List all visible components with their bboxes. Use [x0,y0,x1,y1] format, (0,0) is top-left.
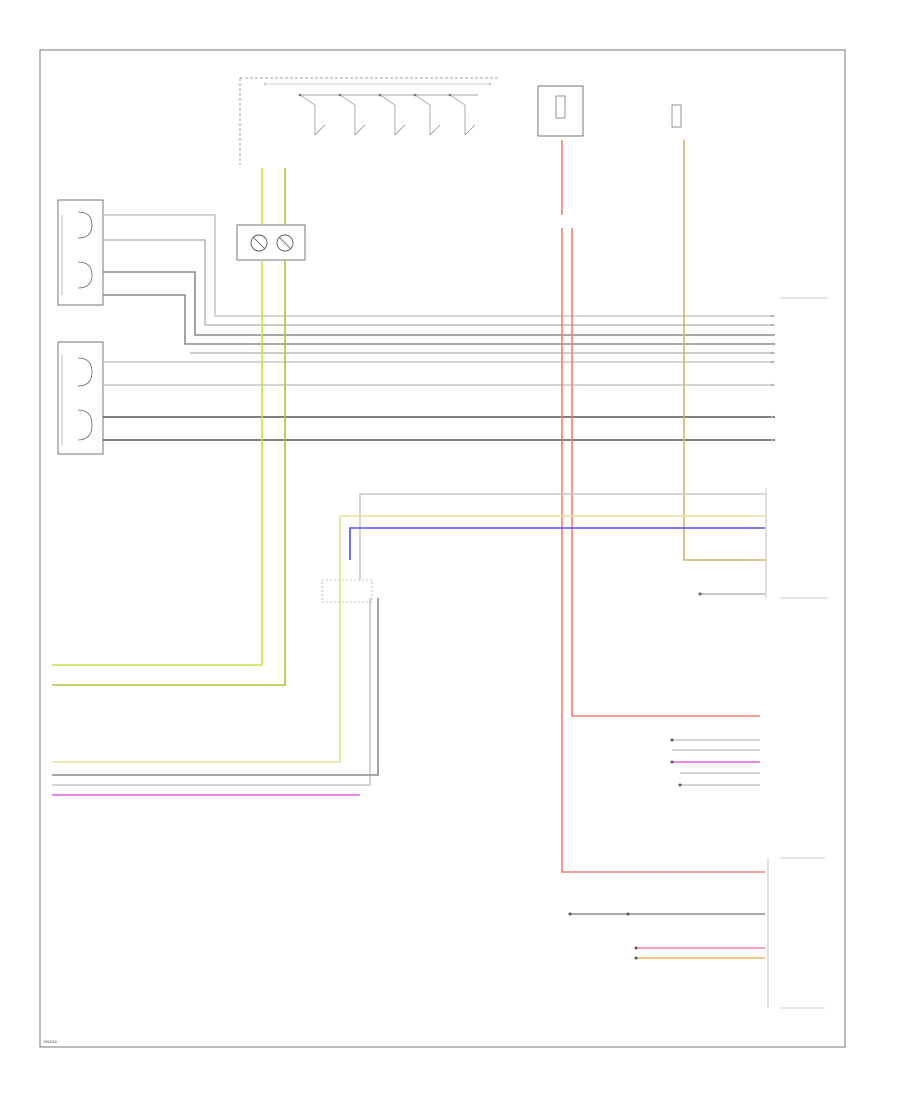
power-wire-red-branch [571,228,760,717]
right-mirror-assembly [57,341,104,455]
fuse-box-left [537,85,584,137]
bus-connector-pins [770,314,774,442]
fuse-box-right [671,104,682,128]
left-mirror-assembly [57,199,104,306]
connector-block-middle [765,488,828,599]
mirror-heater-relay [236,224,306,261]
mirror-wire-bus [103,214,775,441]
mirror-control-switch [239,77,500,165]
heater-wire-1 [52,168,263,666]
signal-wire-blue [349,527,765,560]
power-wire-red [561,140,765,873]
signal-wire-yellow [52,515,765,763]
switch-contacts [299,94,478,136]
lower-signal-rows [670,738,760,787]
signal-wire-white [52,493,765,786]
bottom-control-module [568,857,825,1009]
figure-code: W1234 [44,1039,57,1044]
signal-wire-gray [52,598,379,776]
diagram-frame [39,49,846,1048]
splice-box [321,579,373,603]
ignition-wire-tan [683,140,765,561]
heater-wire-2 [52,168,286,686]
